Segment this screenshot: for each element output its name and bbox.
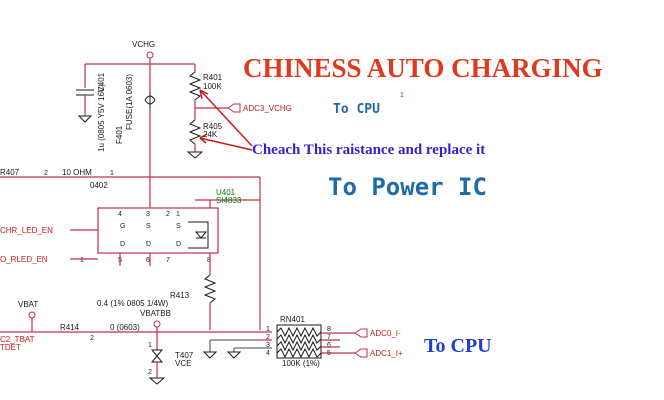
r413-name: R413 — [170, 291, 190, 300]
r413-resistor: R413 0.4 (1% 0805 1/4W) — [97, 274, 217, 330]
check-note-label: Cheach This raistance and replace it — [252, 142, 485, 158]
rn401-value: 100K (1%) — [282, 359, 320, 368]
note-arrows — [199, 89, 253, 151]
r414-name: R414 — [60, 323, 80, 332]
u-inner-d1: D — [120, 241, 125, 248]
vbatbb-label: VBATBB — [140, 309, 171, 318]
t407-pin2: 2 — [148, 369, 152, 376]
r405-name: R405 — [203, 122, 223, 131]
c401-capacitor: 1u (0805 Y5V 16V) C401 — [76, 72, 106, 152]
rn-pin-7: 7 — [327, 334, 331, 341]
r414-value: 0 (0603) — [110, 323, 140, 332]
u-pin-6: 6 — [146, 257, 150, 264]
r414-line: R414 0 (0603) 2 C2_TBAT TDET — [0, 323, 272, 352]
vchg-terminal — [146, 51, 154, 59]
c0402-label: 0402 — [90, 181, 108, 190]
rled-label: O_RLED_EN — [0, 255, 48, 264]
vchg-rail: VCHG — [84, 40, 196, 88]
led-enable-nets: CHR_LED_EN O_RLED_EN 1 — [0, 226, 98, 264]
r413-value: 0.4 (1% 0805 1/4W) — [97, 299, 168, 308]
rn-pin-1: 1 — [266, 326, 270, 333]
u401-chip: U401 SI4833 4 3 2 1 G S S 5 6 7 8 D D D — [97, 188, 242, 275]
t407-tvs: T407 VCE 1 2 — [148, 332, 194, 385]
vbatbb-terminal: VBATBB — [140, 309, 171, 332]
rn401-name: RN401 — [280, 315, 305, 324]
r407-pin2: 2 — [44, 170, 48, 177]
rn-pin-6: 6 — [327, 342, 331, 349]
u-pin-7: 7 — [166, 257, 170, 264]
r405-value: 24K — [203, 130, 218, 139]
vbat-label: VBAT — [18, 300, 38, 309]
r401-name: R401 — [203, 73, 223, 82]
r407-name: R407 — [0, 168, 20, 177]
t407-name: T407 — [175, 351, 194, 360]
r405-resistor: R405 24K — [186, 119, 223, 159]
to-power-ic-label: To Power IC — [328, 173, 487, 201]
u-inner-s1: S — [146, 223, 151, 230]
t407-pin1: 1 — [148, 342, 152, 349]
u-pin-1: 1 — [176, 211, 180, 218]
u401-name: U401 — [216, 188, 236, 197]
rn-pin-4: 4 — [266, 350, 270, 357]
t407-value: VCE — [175, 359, 191, 368]
title-annotation: CHINESS AUTO CHARGING — [243, 53, 603, 83]
u-inner-d3: D — [176, 241, 181, 248]
rn-pin-8: 8 — [327, 326, 331, 333]
u-pin-3: 3 — [146, 211, 150, 218]
rled-pin: 1 — [80, 257, 84, 264]
rn401-network: RN401 100K (1%) 1 2 3 4 8 7 6 5 ADC0_I- … — [266, 315, 403, 368]
r407-value: 10 OHM — [62, 168, 92, 177]
f401-name: F401 — [115, 125, 124, 144]
r407-pin1: 1 — [110, 170, 114, 177]
adc3-net-label: ADC3_VCHG — [243, 104, 292, 113]
r401-resistor: R401 100K — [188, 71, 223, 120]
adc1-net-label: ADC1_I+ — [370, 349, 403, 358]
tick-mark: 1 — [400, 92, 404, 99]
u-pin-4: 4 — [118, 211, 122, 218]
chr-led-label: CHR_LED_EN — [0, 226, 53, 235]
vchg-label: VCHG — [132, 40, 155, 49]
to-cpu-bottom-label: To CPU — [424, 335, 492, 357]
adc3-net: ADC3_VCHG — [195, 103, 292, 113]
u-pin-2: 2 — [166, 211, 170, 218]
u401-part: SI4833 — [216, 196, 242, 205]
r414-pin: 2 — [90, 335, 94, 342]
u-inner-s2: S — [176, 223, 181, 230]
f401-fuse: FUSE(1A 0603) F401 — [115, 64, 156, 208]
c401-value: 1u (0805 Y5V 16V) — [97, 84, 106, 152]
r401-value: 100K — [203, 82, 222, 91]
u-inner-d2: D — [146, 241, 151, 248]
r407-line: R407 2 10 OHM 1 0402 — [0, 168, 260, 190]
u-pin-8: 8 — [207, 257, 211, 264]
u-inner-g: G — [120, 223, 125, 230]
tdet-label: TDET — [0, 343, 21, 352]
rn-pin-2: 2 — [266, 334, 270, 341]
to-cpu-top-label: To CPU — [333, 102, 380, 117]
vbat-terminal: VBAT — [18, 300, 38, 332]
rn-pin-3: 3 — [266, 342, 270, 349]
c401-name: C401 — [97, 72, 106, 92]
f401-value: FUSE(1A 0603) — [125, 74, 134, 130]
bottom-grounds — [202, 339, 272, 359]
adc0-net-label: ADC0_I- — [370, 329, 401, 338]
tbat-label: C2_TBAT — [0, 335, 35, 344]
